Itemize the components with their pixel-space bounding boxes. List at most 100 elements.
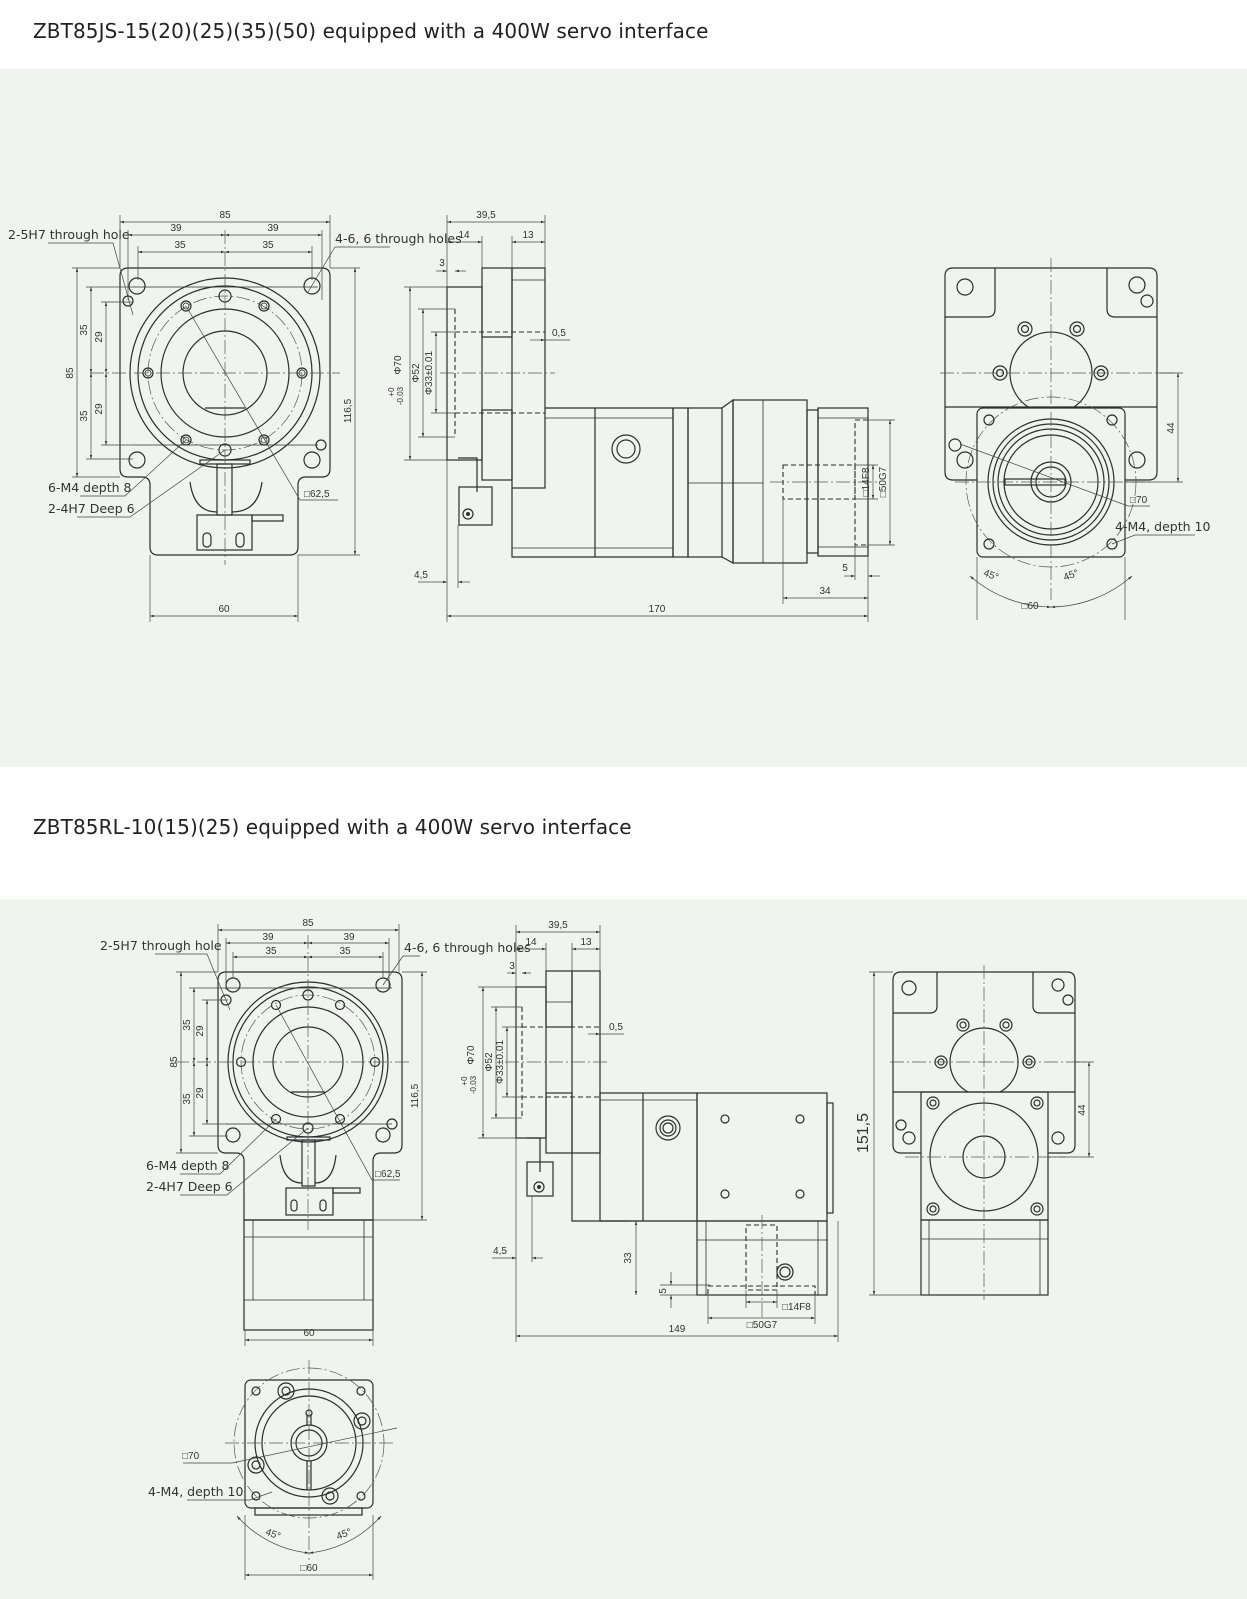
dim-4-5: 4,5 (414, 570, 428, 581)
corner-holes (122, 277, 327, 469)
s1-rear-view: 44 □70 4-M4, depth 10 45° 45° □60 (940, 258, 1210, 620)
dim-13: 13 (580, 937, 592, 948)
dim-29-upper: 29 (94, 331, 105, 343)
dim-60: 60 (218, 604, 230, 615)
section-1-title: ZBT85JS-15(20)(25)(35)(50) equipped with… (33, 19, 709, 43)
callout-6-m4-depth-8: 6-M4 depth 8 (48, 480, 132, 495)
dimensions (959, 372, 1195, 620)
dim-0-5: 0,5 (552, 328, 566, 339)
dim-4-5: 4,5 (493, 1246, 507, 1257)
dim-35-upper: 35 (79, 324, 90, 336)
connector (279, 1136, 361, 1216)
callout-6-m4-depth-8: 6-M4 depth 8 (146, 1158, 230, 1173)
oil-plug-icon (611, 434, 641, 464)
s1-side-view: 39,5 14 13 3 0,5 Φ70 +0 -0.03 Φ52 Φ33±0.… (387, 210, 895, 622)
connector (189, 459, 284, 551)
dim-85-vertical: 85 (65, 367, 76, 379)
dim-square-70: □70 (182, 1451, 200, 1462)
dimensions (404, 215, 895, 622)
dim-14: 14 (458, 230, 470, 241)
leaders (155, 953, 420, 1196)
dim-phi-70: Φ70 (393, 355, 404, 375)
dim-85: 85 (219, 210, 231, 221)
dim-116-5: 116,5 (410, 1083, 421, 1108)
callout-2-5h7-through-hole: 2-5H7 through hole (8, 227, 130, 242)
dim-phi-70-tol-upper: +0 (387, 387, 396, 397)
dim-square-60: □60 (1021, 601, 1039, 612)
dim-170: 170 (649, 604, 666, 615)
dim-29-lower: 29 (195, 1087, 206, 1099)
connector (526, 1137, 554, 1197)
s2-rear-view: 44 151,5 (855, 965, 1094, 1300)
dim-phi-70: Φ70 (466, 1045, 477, 1065)
connector (458, 457, 493, 526)
dim-151-5: 151,5 (855, 1113, 872, 1153)
section-2-title: ZBT85RL-10(15)(25) equipped with a 400W … (33, 815, 632, 839)
dim-39-left: 39 (170, 223, 182, 234)
dim-85: 85 (302, 918, 314, 929)
dim-phi-70-tol-lower: -0.03 (396, 386, 405, 405)
dim-35-right: 35 (262, 240, 274, 251)
dim-square-14f8: □14F8 (782, 1302, 811, 1313)
dimensions (478, 925, 839, 1342)
dimensions (183, 1427, 398, 1580)
dim-3: 3 (439, 258, 445, 269)
s2-bottom-view: □70 4-M4, depth 10 45° 45° □60 (148, 1360, 398, 1580)
dim-35-right: 35 (339, 946, 351, 957)
angle-45-right: 45° (335, 1527, 353, 1543)
callout-4-6-through-holes: 4-6, 6 through holes (335, 231, 462, 246)
callout-square-62-5: □62,5 (375, 1169, 401, 1180)
dim-14: 14 (525, 937, 537, 948)
dim-phi-52: Φ52 (411, 363, 422, 383)
dim-39-left: 39 (262, 932, 274, 943)
callout-4-m4-depth-10: 4-M4, depth 10 (1115, 519, 1210, 534)
dim-35-lower: 35 (182, 1093, 193, 1105)
angle-45-left: 45° (264, 1527, 282, 1543)
s1-front-view: 85 39 39 35 35 85 35 35 29 29 116,5 60 2… (8, 210, 462, 622)
dim-44: 44 (1077, 1104, 1088, 1116)
dim-5: 5 (658, 1288, 669, 1294)
dim-square-50g7: □50G7 (747, 1320, 778, 1331)
callout-square-62-5: □62,5 (304, 489, 330, 500)
dim-60: 60 (303, 1328, 315, 1339)
callout-2-4h7-deep-6: 2-4H7 Deep 6 (146, 1179, 233, 1194)
dim-33: 33 (623, 1252, 634, 1264)
dim-29-upper: 29 (195, 1025, 206, 1037)
dim-35-upper: 35 (182, 1019, 193, 1031)
dim-5: 5 (842, 563, 848, 574)
dim-85-vertical: 85 (169, 1056, 180, 1068)
dim-39-right: 39 (267, 223, 279, 234)
dim-39-5: 39,5 (476, 210, 496, 221)
dim-phi-33: Φ33±0.01 (495, 1040, 506, 1084)
dimensions (176, 924, 427, 1346)
dim-phi-52: Φ52 (484, 1052, 495, 1072)
dim-39-right: 39 (343, 932, 355, 943)
dim-0-5: 0,5 (609, 1022, 623, 1033)
callout-2-4h7-deep-6: 2-4H7 Deep 6 (48, 501, 135, 516)
dim-square-50g7: □50G7 (878, 466, 889, 497)
hex-plug-icon (776, 1263, 794, 1281)
s2-front-view: 85 39 39 35 35 85 35 35 29 29 116,5 60 2… (100, 918, 531, 1346)
angle-45-left: 45° (982, 568, 1000, 584)
callout-2-5h7-through-hole: 2-5H7 through hole (100, 938, 222, 953)
leaders (48, 242, 390, 518)
dim-44: 44 (1166, 422, 1177, 434)
dimensions (72, 215, 360, 622)
dim-34: 34 (819, 586, 831, 597)
callout-4-6-through-holes: 4-6, 6 through holes (404, 940, 531, 955)
dim-square-14f8: □14F8 (861, 467, 872, 496)
dim-square-60: □60 (300, 1563, 318, 1574)
dim-29-lower: 29 (94, 403, 105, 415)
dim-13: 13 (522, 230, 534, 241)
dim-35-lower: 35 (79, 410, 90, 422)
dim-149: 149 (669, 1324, 686, 1335)
dim-phi-33: Φ33±0.01 (424, 351, 435, 395)
dim-square-70: □70 (1130, 495, 1148, 506)
dim-3: 3 (509, 961, 515, 972)
dim-35-left: 35 (265, 946, 277, 957)
dimensions (869, 971, 1094, 1296)
callout-4-m4-depth-10: 4-M4, depth 10 (148, 1484, 243, 1499)
dim-phi-70-tol-lower: -0.03 (469, 1075, 478, 1094)
dim-35-left: 35 (174, 240, 186, 251)
